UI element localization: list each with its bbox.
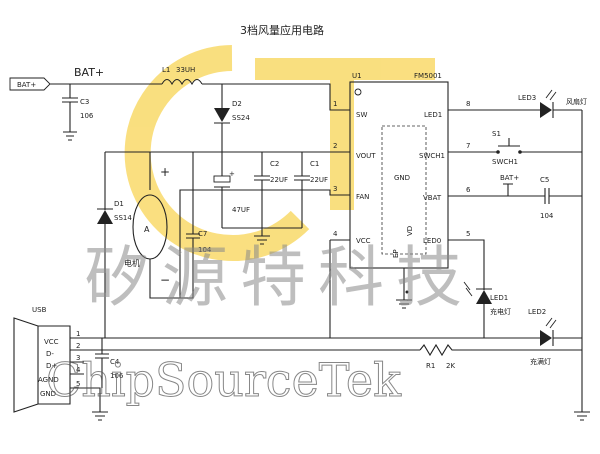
svg-text:C1: C1 (310, 160, 319, 168)
capacitor-c2: C2 22UF (254, 152, 288, 228)
svg-text:LED2: LED2 (528, 308, 546, 316)
svg-text:SWCH1: SWCH1 (492, 158, 518, 166)
svg-text:充满灯: 充满灯 (530, 357, 551, 366)
svg-text:106: 106 (110, 372, 124, 380)
svg-text:VCC: VCC (44, 338, 59, 346)
svg-text:LED0: LED0 (423, 237, 441, 245)
diode-d1: D1 SS14 (97, 152, 132, 338)
svg-text:+: + (229, 170, 235, 178)
led-led1: LED1 充电灯 (463, 281, 511, 338)
watermark-en: ChipSourceTek (46, 353, 402, 407)
switch-s1: S1 SWCH1 (492, 130, 582, 166)
svg-text:7: 7 (466, 142, 470, 150)
svg-text:C7: C7 (198, 230, 207, 238)
svg-text:33UH: 33UH (176, 66, 195, 74)
motor: A + − 电机 (124, 152, 350, 299)
svg-text:VD: VD (406, 226, 414, 236)
capacitor-c7: C7 104 (180, 152, 212, 299)
svg-text:LED3: LED3 (518, 94, 536, 102)
capacitor-c6: + 47UF (213, 152, 250, 228)
svg-text:22UF: 22UF (270, 176, 288, 184)
svg-text:2K: 2K (446, 362, 455, 370)
svg-text:EP: EP (392, 249, 400, 258)
svg-text:104: 104 (540, 212, 554, 220)
svg-text:USB: USB (32, 306, 47, 314)
svg-text:4: 4 (333, 230, 338, 238)
svg-text:−: − (160, 273, 170, 287)
inductor-l1: L1 33UH (161, 66, 203, 86)
svg-text:D2: D2 (232, 100, 242, 108)
svg-text:106: 106 (80, 112, 94, 120)
svg-text:C2: C2 (270, 160, 279, 168)
led-led3: LED3 风扇灯 (518, 89, 587, 118)
svg-text:1: 1 (76, 330, 80, 338)
bat-input-flag: BAT+ (9, 77, 51, 91)
bat-net-label: BAT+ (74, 66, 104, 79)
svg-text:C5: C5 (540, 176, 549, 184)
svg-text:C4: C4 (110, 358, 120, 366)
svg-text:LED1: LED1 (424, 111, 442, 119)
svg-text:U1: U1 (352, 72, 362, 80)
svg-text:充电灯: 充电灯 (490, 307, 511, 316)
svg-text:R1: R1 (426, 362, 435, 370)
capacitor-c1: C1 22UF (294, 152, 328, 228)
svg-text:BAT+: BAT+ (17, 81, 36, 89)
logo-watermark (124, 45, 435, 261)
svg-text:D1: D1 (114, 200, 124, 208)
svg-text:SWCH1: SWCH1 (419, 152, 445, 160)
svg-text:LED1: LED1 (490, 294, 508, 302)
svg-text:22UF: 22UF (310, 176, 328, 184)
capacitor-c3: C3 106 (62, 84, 94, 141)
svg-text:5: 5 (76, 380, 80, 388)
svg-text:2: 2 (333, 142, 337, 150)
svg-text:D-: D- (46, 350, 54, 358)
capacitor-c4: C4 106 (95, 338, 124, 388)
svg-text:6: 6 (466, 186, 471, 194)
led-led2: LED2 充满灯 (528, 308, 582, 366)
svg-text:C3: C3 (80, 98, 89, 106)
svg-text:1: 1 (333, 100, 337, 108)
svg-text:GND: GND (394, 174, 410, 182)
svg-text:GND: GND (40, 390, 56, 398)
svg-text:BAT+: BAT+ (500, 174, 519, 182)
svg-text:3: 3 (76, 354, 80, 362)
svg-text:4: 4 (76, 366, 81, 374)
svg-text:L1: L1 (162, 66, 170, 74)
svg-text:104: 104 (198, 246, 212, 254)
svg-text:S1: S1 (492, 130, 501, 138)
chip-u1: U1 FM5001 SW VOUT FAN VCC GND EP VD LED1… (333, 72, 471, 309)
svg-text:D+: D+ (46, 362, 57, 370)
svg-text:+: + (160, 165, 170, 179)
usb-connector: USB VCC D- D+ AGND GND 1 2 3 4 5 (13, 306, 108, 421)
svg-text:A: A (144, 225, 150, 234)
svg-text:VBAT: VBAT (423, 194, 442, 202)
diode-d2: D2 SS24 (214, 84, 250, 152)
svg-text:电机: 电机 (124, 258, 140, 268)
svg-text:2: 2 (76, 342, 80, 350)
resistor-r1: R1 2K (419, 343, 582, 370)
svg-text:SS24: SS24 (232, 114, 250, 122)
svg-text:3: 3 (333, 185, 337, 193)
capacitor-c5: C5 104 BAT+ (500, 174, 582, 220)
svg-text:8: 8 (466, 100, 470, 108)
svg-text:VCC: VCC (356, 237, 371, 245)
svg-text:47UF: 47UF (232, 206, 250, 214)
svg-text:5: 5 (466, 230, 470, 238)
svg-text:FM5001: FM5001 (414, 72, 442, 80)
svg-text:VOUT: VOUT (356, 152, 376, 160)
svg-text:SW: SW (356, 111, 367, 119)
watermark-cn: 矽源特科技 (84, 239, 474, 316)
diagram-title: 3档风量应用电路 (240, 23, 324, 37)
svg-text:SS14: SS14 (114, 214, 132, 222)
svg-text:FAN: FAN (356, 193, 369, 201)
svg-text:风扇灯: 风扇灯 (566, 97, 587, 106)
svg-text:AGND: AGND (38, 376, 59, 384)
